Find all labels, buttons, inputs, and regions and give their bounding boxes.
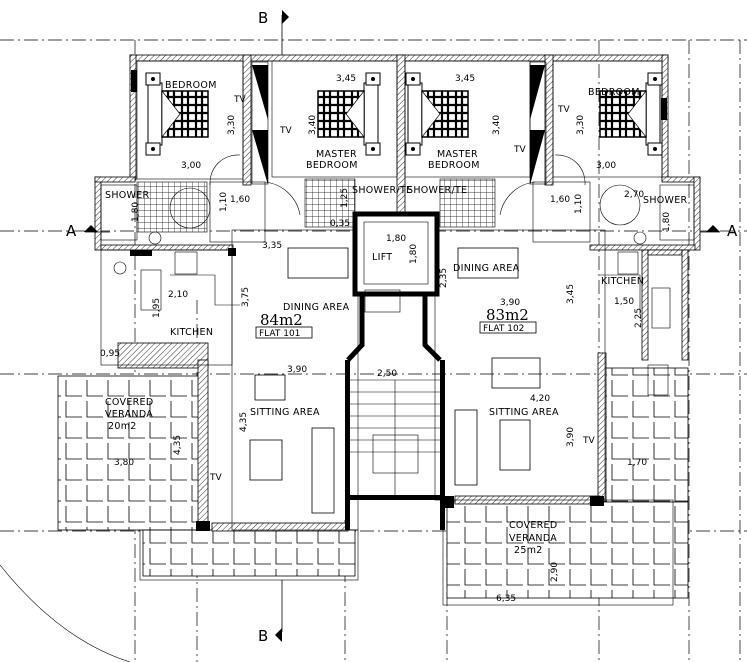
veranda-flat-102	[442, 367, 689, 606]
dimension: 3,75	[241, 287, 251, 307]
dimension: 1,80	[409, 244, 419, 264]
flat-name: FLAT 102	[483, 324, 524, 334]
room-label: 25m2	[514, 545, 543, 556]
dimension: 2,90	[550, 562, 560, 582]
room-label: SHOWER	[105, 190, 150, 201]
dimension: 3,90	[500, 298, 520, 308]
flat-area: 83m2	[486, 306, 529, 324]
dimension: 1,10	[574, 194, 584, 214]
room-label: 20m2	[108, 421, 137, 432]
dimension: 4,35	[239, 412, 249, 432]
room-label: DINING AREA	[283, 302, 350, 313]
dimension: 3,45	[455, 74, 475, 84]
room-label: DINING AREA	[453, 263, 520, 274]
room-label: BEDROOM	[588, 87, 640, 98]
partitions	[100, 60, 695, 396]
tv-label: TV	[582, 436, 595, 446]
dimension: 1,50	[614, 297, 634, 307]
bed-icon	[316, 71, 382, 157]
dimension: 1,80	[386, 234, 406, 244]
section-mark-left: A	[66, 222, 77, 240]
room-label: MASTER	[437, 149, 478, 160]
wardrobes	[251, 61, 547, 185]
dimension: 0,95	[100, 349, 120, 359]
dimension: 1,70	[627, 458, 647, 468]
dimension: 2,35	[439, 268, 449, 288]
dimension: 3,40	[308, 115, 318, 135]
flat-102-labels: BEDROOM MASTER BEDROOM SHOWER SHOWER/TE …	[407, 74, 688, 604]
dimension: 4,20	[530, 394, 550, 404]
tv-label: TV	[279, 126, 292, 136]
dimension: 4,35	[173, 435, 183, 455]
dimension: 2,50	[377, 369, 397, 379]
core	[345, 211, 445, 530]
tv-label: TV	[557, 105, 570, 115]
dimension: 3,45	[566, 284, 576, 304]
room-label: SITTING AREA	[250, 407, 320, 418]
tv-label: TV	[513, 145, 526, 155]
room-label: SITTING AREA	[489, 407, 559, 418]
room-label: VERANDA	[105, 409, 153, 420]
dimension: 3,80	[114, 458, 134, 468]
section-mark-right: A	[727, 222, 738, 240]
dimension: 1,60	[230, 195, 250, 205]
dimension: 0,35	[330, 219, 350, 229]
room-label: COVERED	[105, 397, 153, 408]
dimension: 3,90	[566, 427, 576, 447]
dimension: 3,30	[227, 115, 237, 135]
dimension: 6,35	[496, 594, 516, 604]
dimension: 1,25	[340, 188, 350, 208]
flat-name: FLAT 101	[259, 329, 300, 339]
flat-area: 84m2	[260, 311, 303, 329]
dimension: 2,70	[624, 190, 644, 200]
room-label: BEDROOM	[428, 160, 480, 171]
veranda-flat-101	[57, 375, 359, 581]
core-labels: LIFT 1,80 1,80 2,50	[372, 234, 419, 379]
section-mark-bottom: B	[258, 627, 268, 645]
room-label: MASTER	[316, 149, 357, 160]
room-label: SHOWER/TE	[407, 185, 467, 196]
dimension: 1,10	[219, 192, 229, 212]
tv-label: TV	[209, 473, 222, 483]
room-label: BEDROOM	[165, 80, 217, 91]
room-label: KITCHEN	[601, 276, 644, 287]
dimension: 1,60	[550, 195, 570, 205]
dimension: 1,80	[131, 202, 141, 222]
lift-label: LIFT	[372, 252, 392, 263]
dimension: 1,95	[152, 298, 162, 318]
furniture	[144, 71, 664, 514]
walls	[94, 54, 701, 532]
section-markers: B B A A	[66, 9, 738, 645]
room-label: BEDROOM	[306, 160, 358, 171]
dimension: 3,45	[336, 74, 356, 84]
room-label: SHOWER/TE	[352, 185, 412, 196]
room-label: KITCHEN	[170, 327, 213, 338]
dimension: 1,80	[662, 212, 672, 232]
room-label: SHOWER	[643, 195, 688, 206]
dimension: 3,00	[596, 161, 616, 171]
flat-101-labels: BEDROOM MASTER BEDROOM SHOWER SHOWER/TE …	[100, 74, 412, 483]
tv-label: TV	[233, 95, 246, 105]
bed-icon	[598, 71, 664, 157]
section-mark-top: B	[258, 9, 268, 27]
dimension: 2,25	[634, 308, 644, 328]
dimension: 2,10	[168, 290, 188, 300]
dimension: 3,30	[576, 115, 586, 135]
dimension: 3,40	[492, 115, 502, 135]
dimension: 3,00	[181, 161, 201, 171]
room-label: COVERED	[509, 520, 557, 531]
bed-icon	[404, 71, 470, 157]
room-label: VERANDA	[509, 533, 557, 544]
dimension: 3,35	[262, 241, 282, 251]
dimension: 3,90	[287, 365, 307, 375]
